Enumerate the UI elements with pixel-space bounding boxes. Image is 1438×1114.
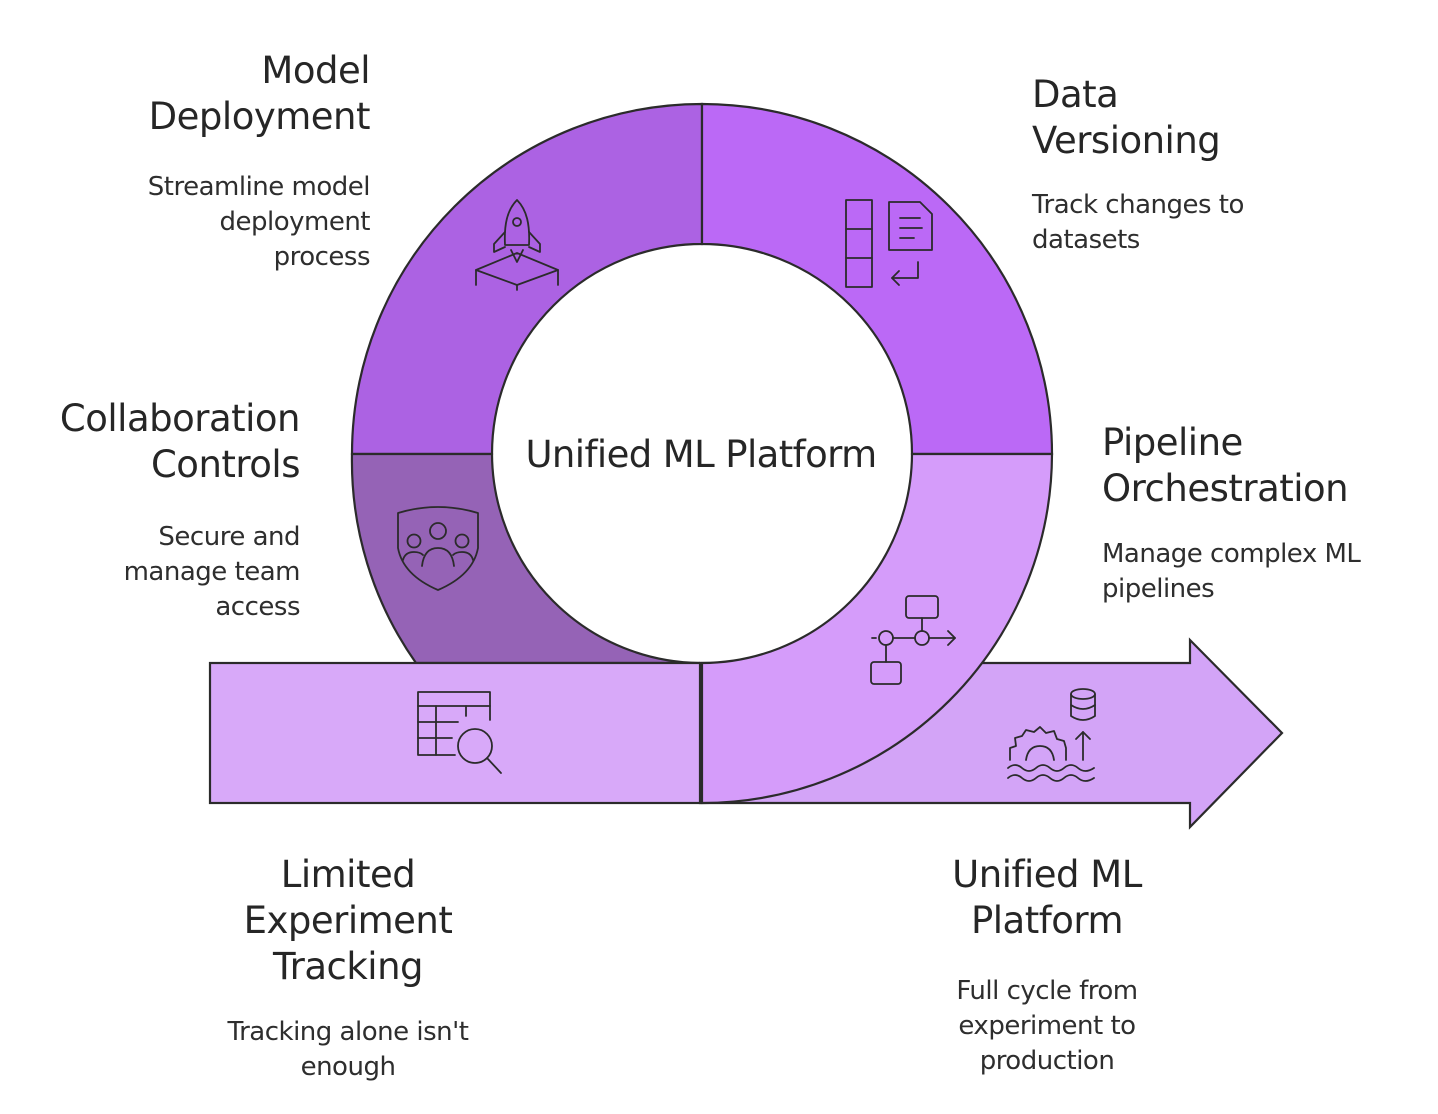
rocket-launch-icon [475,199,559,291]
center-label: Unified ML Platform [525,433,877,476]
data-versioning-segment [700,102,1054,456]
pipeline-orchestration-segment [700,452,1054,805]
workflow-flowchart-icon [870,595,956,685]
table-search-icon [417,691,502,774]
limited-tracking-bar [208,661,702,805]
team-shield-icon [397,506,479,591]
database-growth-icon [1007,688,1096,782]
table-document-return-icon [845,199,933,288]
model-deployment-segment [350,102,704,456]
